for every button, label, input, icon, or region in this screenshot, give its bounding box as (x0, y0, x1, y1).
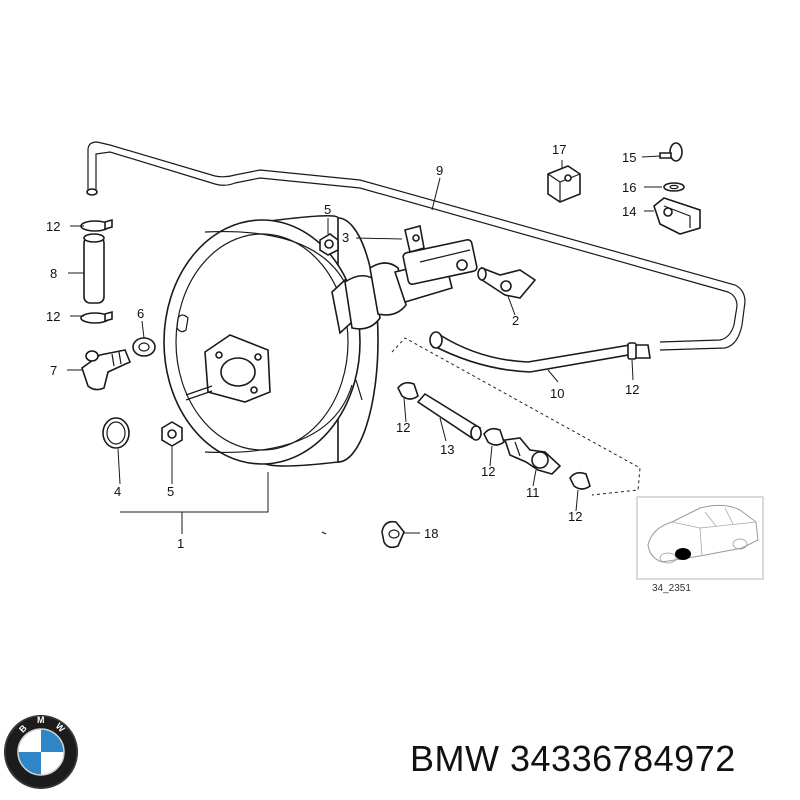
callout-12-right-2: 12 (481, 464, 495, 479)
car-location-inset (636, 496, 764, 580)
clamp-12-right-2 (483, 427, 505, 446)
location-marker (675, 548, 691, 560)
seal-ring-4 (102, 417, 130, 449)
callout-15: 15 (622, 150, 636, 165)
bmw-logo-letter-m: M (37, 715, 45, 725)
part-number-caption: BMW 34336784972 (410, 738, 736, 780)
callout-17: 17 (552, 142, 566, 157)
brake-booster-1 (163, 214, 379, 467)
callout-14: 14 (622, 204, 636, 219)
hose-8 (83, 233, 105, 304)
clevis-pin-2 (477, 266, 537, 299)
vacuum-line-9 (87, 141, 746, 351)
callout-18: 18 (424, 526, 438, 541)
nut-5-bottom (161, 421, 183, 447)
hose-group-outline (391, 337, 641, 496)
callout-12-right-1: 12 (396, 420, 410, 435)
callout-7: 7 (50, 363, 57, 378)
clamp-12-bottom-left (80, 310, 113, 324)
grommet-6 (132, 337, 156, 357)
leader-lines (67, 155, 662, 534)
bmw-logo: B M W (4, 715, 78, 789)
callout-1: 1 (177, 536, 184, 551)
callout-5-bottom: 5 (167, 484, 174, 499)
vacuum-hose-10 (430, 333, 632, 373)
callout-8: 8 (50, 266, 57, 281)
inset-reference: 34_2351 (652, 583, 691, 594)
part-number: 34336784972 (510, 738, 736, 779)
callout-9: 9 (436, 163, 443, 178)
callout-3: 3 (342, 230, 349, 245)
bracket-14 (653, 197, 701, 235)
callout-12-bottom-left: 12 (46, 309, 60, 324)
nut-5-top (319, 233, 339, 256)
callout-6: 6 (137, 306, 144, 321)
callout-12-right-3: 12 (568, 509, 582, 524)
hose-13 (416, 392, 482, 441)
callout-5-top: 5 (324, 202, 331, 217)
callout-12-top-left: 12 (46, 219, 60, 234)
callout-4: 4 (114, 484, 121, 499)
holder-17 (547, 165, 581, 203)
callout-11: 11 (526, 485, 540, 500)
car-outline (647, 504, 759, 563)
bellows-pushrod-3 (331, 225, 478, 335)
clamp-12-top-left (80, 218, 113, 232)
callout-12-hose: 12 (625, 382, 639, 397)
screw-15 (659, 142, 683, 162)
connector-11 (503, 437, 562, 475)
washer-16 (663, 182, 685, 192)
callout-10: 10 (550, 386, 564, 401)
brand-name: BMW (410, 738, 500, 779)
callout-16: 16 (622, 180, 636, 195)
clamp-12-right-3 (569, 471, 591, 490)
clip-18 (381, 520, 405, 549)
callout-13: 13 (440, 442, 454, 457)
callout-2: 2 (512, 313, 519, 328)
check-valve-7 (81, 349, 132, 391)
clamp-12-right-1 (397, 381, 419, 400)
